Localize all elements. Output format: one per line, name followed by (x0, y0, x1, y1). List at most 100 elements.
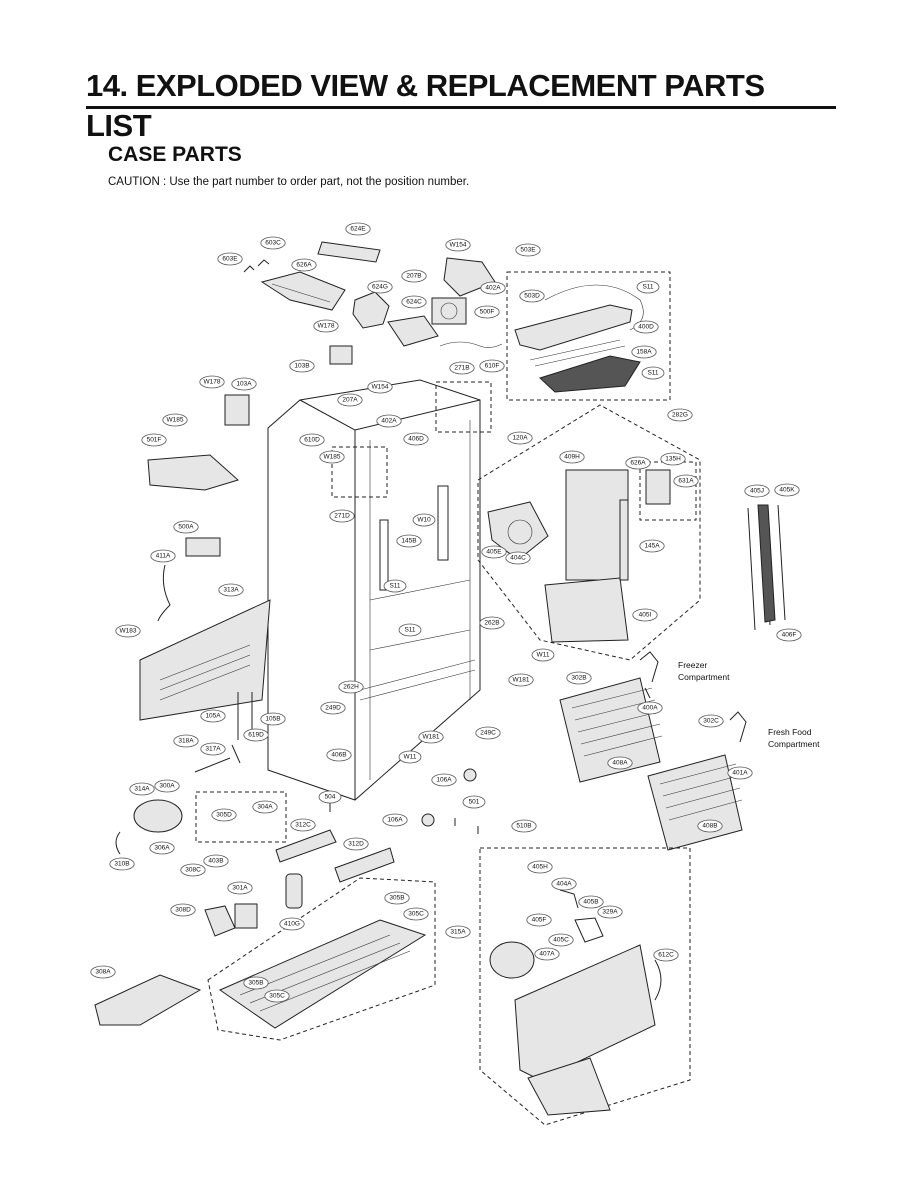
part-callout-label: 501F (147, 437, 162, 444)
pipe-part (237, 692, 253, 740)
part-callout: 406F (776, 628, 802, 642)
part-callout: W10 (412, 513, 436, 527)
part-callout: 631A (673, 474, 699, 488)
part-callout: 312C (290, 818, 316, 832)
part-callout: W183 (115, 624, 141, 638)
part-callout-label: 318A (178, 738, 194, 745)
page-header: 14. EXPLODED VIEW & REPLACEMENT PARTS LI… (86, 66, 834, 146)
part-callout-label: 271B (454, 365, 469, 372)
part-callout: 145A (639, 539, 665, 553)
part-callout-label: 626A (296, 262, 312, 269)
part-callout: 603E (217, 252, 243, 266)
part-callout: 308C (180, 863, 206, 877)
part-callout-label: 120A (512, 435, 528, 442)
part-callout: 406B (326, 748, 352, 762)
part-callout-label: 411A (156, 553, 171, 560)
part-callout-label: 145A (644, 543, 660, 550)
part-callout-label: 503D (524, 293, 540, 300)
part-callout-label: W10 (417, 517, 431, 524)
part-callout-label: 158A (636, 349, 652, 356)
part-callout: 405J (744, 484, 770, 498)
part-callout-label: 207A (342, 397, 358, 404)
rail-part-2 (334, 847, 395, 883)
part-callout-label: 624G (372, 284, 388, 291)
title-rule (86, 106, 836, 109)
part-callout: 249D (320, 701, 346, 715)
part-callout-label: W11 (404, 754, 417, 761)
part-callout-label: 271D (334, 513, 350, 520)
part-callout-label: 317A (205, 746, 221, 753)
part-callout-label: 610D (304, 437, 320, 444)
part-callout-label: 305B (389, 895, 404, 902)
part-callout: W178 (199, 375, 225, 389)
part-callout-label: 405H (532, 864, 548, 871)
part-callout-label: 404C (510, 555, 526, 562)
part-callout-label: 305C (408, 911, 424, 918)
compressor-part (133, 799, 183, 833)
part-callout-label: W178 (318, 323, 335, 330)
part-callout: 249C (475, 726, 501, 740)
part-callout: 501F (141, 433, 167, 447)
part-callout-label: W178 (204, 379, 221, 386)
part-callout-label: 407A (539, 951, 555, 958)
freezer-note-1: Freezer (678, 660, 707, 670)
cord-part (157, 564, 171, 622)
part-callout-label: 306A (154, 845, 170, 852)
part-callout-label: 631A (678, 478, 694, 485)
part-callout-label: 105B (265, 716, 280, 723)
part-callout: 271D (329, 509, 355, 523)
part-callout-label: S11 (404, 627, 415, 634)
part-callout: S11 (398, 623, 422, 637)
top-cover-part (260, 271, 346, 311)
part-callout: 404C (505, 551, 531, 565)
part-callout: W178 (313, 319, 339, 333)
section-title: CASE PARTS (108, 143, 242, 166)
part-callout-label: 305D (216, 812, 232, 819)
part-callout-label: 402A (381, 418, 397, 425)
part-callout-label: 612C (658, 952, 674, 959)
part-callout: 313A (218, 583, 244, 597)
cabinet-outline (267, 379, 481, 801)
part-callout-label: 400A (642, 705, 658, 712)
part-callout-label: W11 (537, 652, 550, 659)
part-callout-label: 500F (480, 309, 495, 316)
part-callout: 405B (578, 895, 604, 909)
part-callout: 503D (519, 289, 545, 303)
part-callout-label: 405I (639, 612, 652, 619)
part-callout: 626A (625, 456, 651, 470)
grille-part (539, 355, 641, 393)
part-callout: 302C (698, 714, 724, 728)
fan-motor-part (487, 501, 549, 561)
part-callout-label: 305B (248, 980, 263, 987)
part-callout: 403B (203, 854, 229, 868)
left-cap-part (224, 394, 250, 426)
part-callout: 207B (401, 269, 427, 283)
back-panel-part (139, 599, 271, 721)
part-callout-label: W183 (120, 628, 137, 635)
fan-blade-part (234, 903, 258, 929)
part-callout-label: 313A (223, 587, 239, 594)
dispenser-motor-part (489, 941, 535, 979)
part-callout-label: 500A (178, 524, 194, 531)
part-callout-label: 603C (265, 240, 281, 247)
part-callout: W181 (418, 730, 444, 744)
part-callout-label: 105A (205, 713, 221, 720)
part-callout-label: 503E (520, 247, 536, 254)
part-callout-label: 401A (732, 770, 748, 777)
tube-part (639, 651, 659, 699)
part-callout-label: S11 (647, 370, 658, 377)
part-callout: 282G (667, 408, 693, 422)
part-callout-label: 404A (556, 881, 572, 888)
part-callout: W185 (162, 413, 188, 427)
part-callout: 612C (653, 948, 679, 962)
part-callout: 400A (637, 701, 663, 715)
part-callout-label: 249D (325, 705, 341, 712)
part-callout-label: 262B (484, 620, 499, 627)
part-callout: 405K (774, 483, 800, 497)
part-callout-label: 406D (408, 436, 424, 443)
small-pcb-part (185, 537, 221, 557)
part-callout: 103B (289, 359, 315, 373)
part-callout: 619D (243, 728, 269, 742)
part-callout-label: 405K (779, 487, 795, 494)
dispenser-group-box (479, 847, 691, 1126)
